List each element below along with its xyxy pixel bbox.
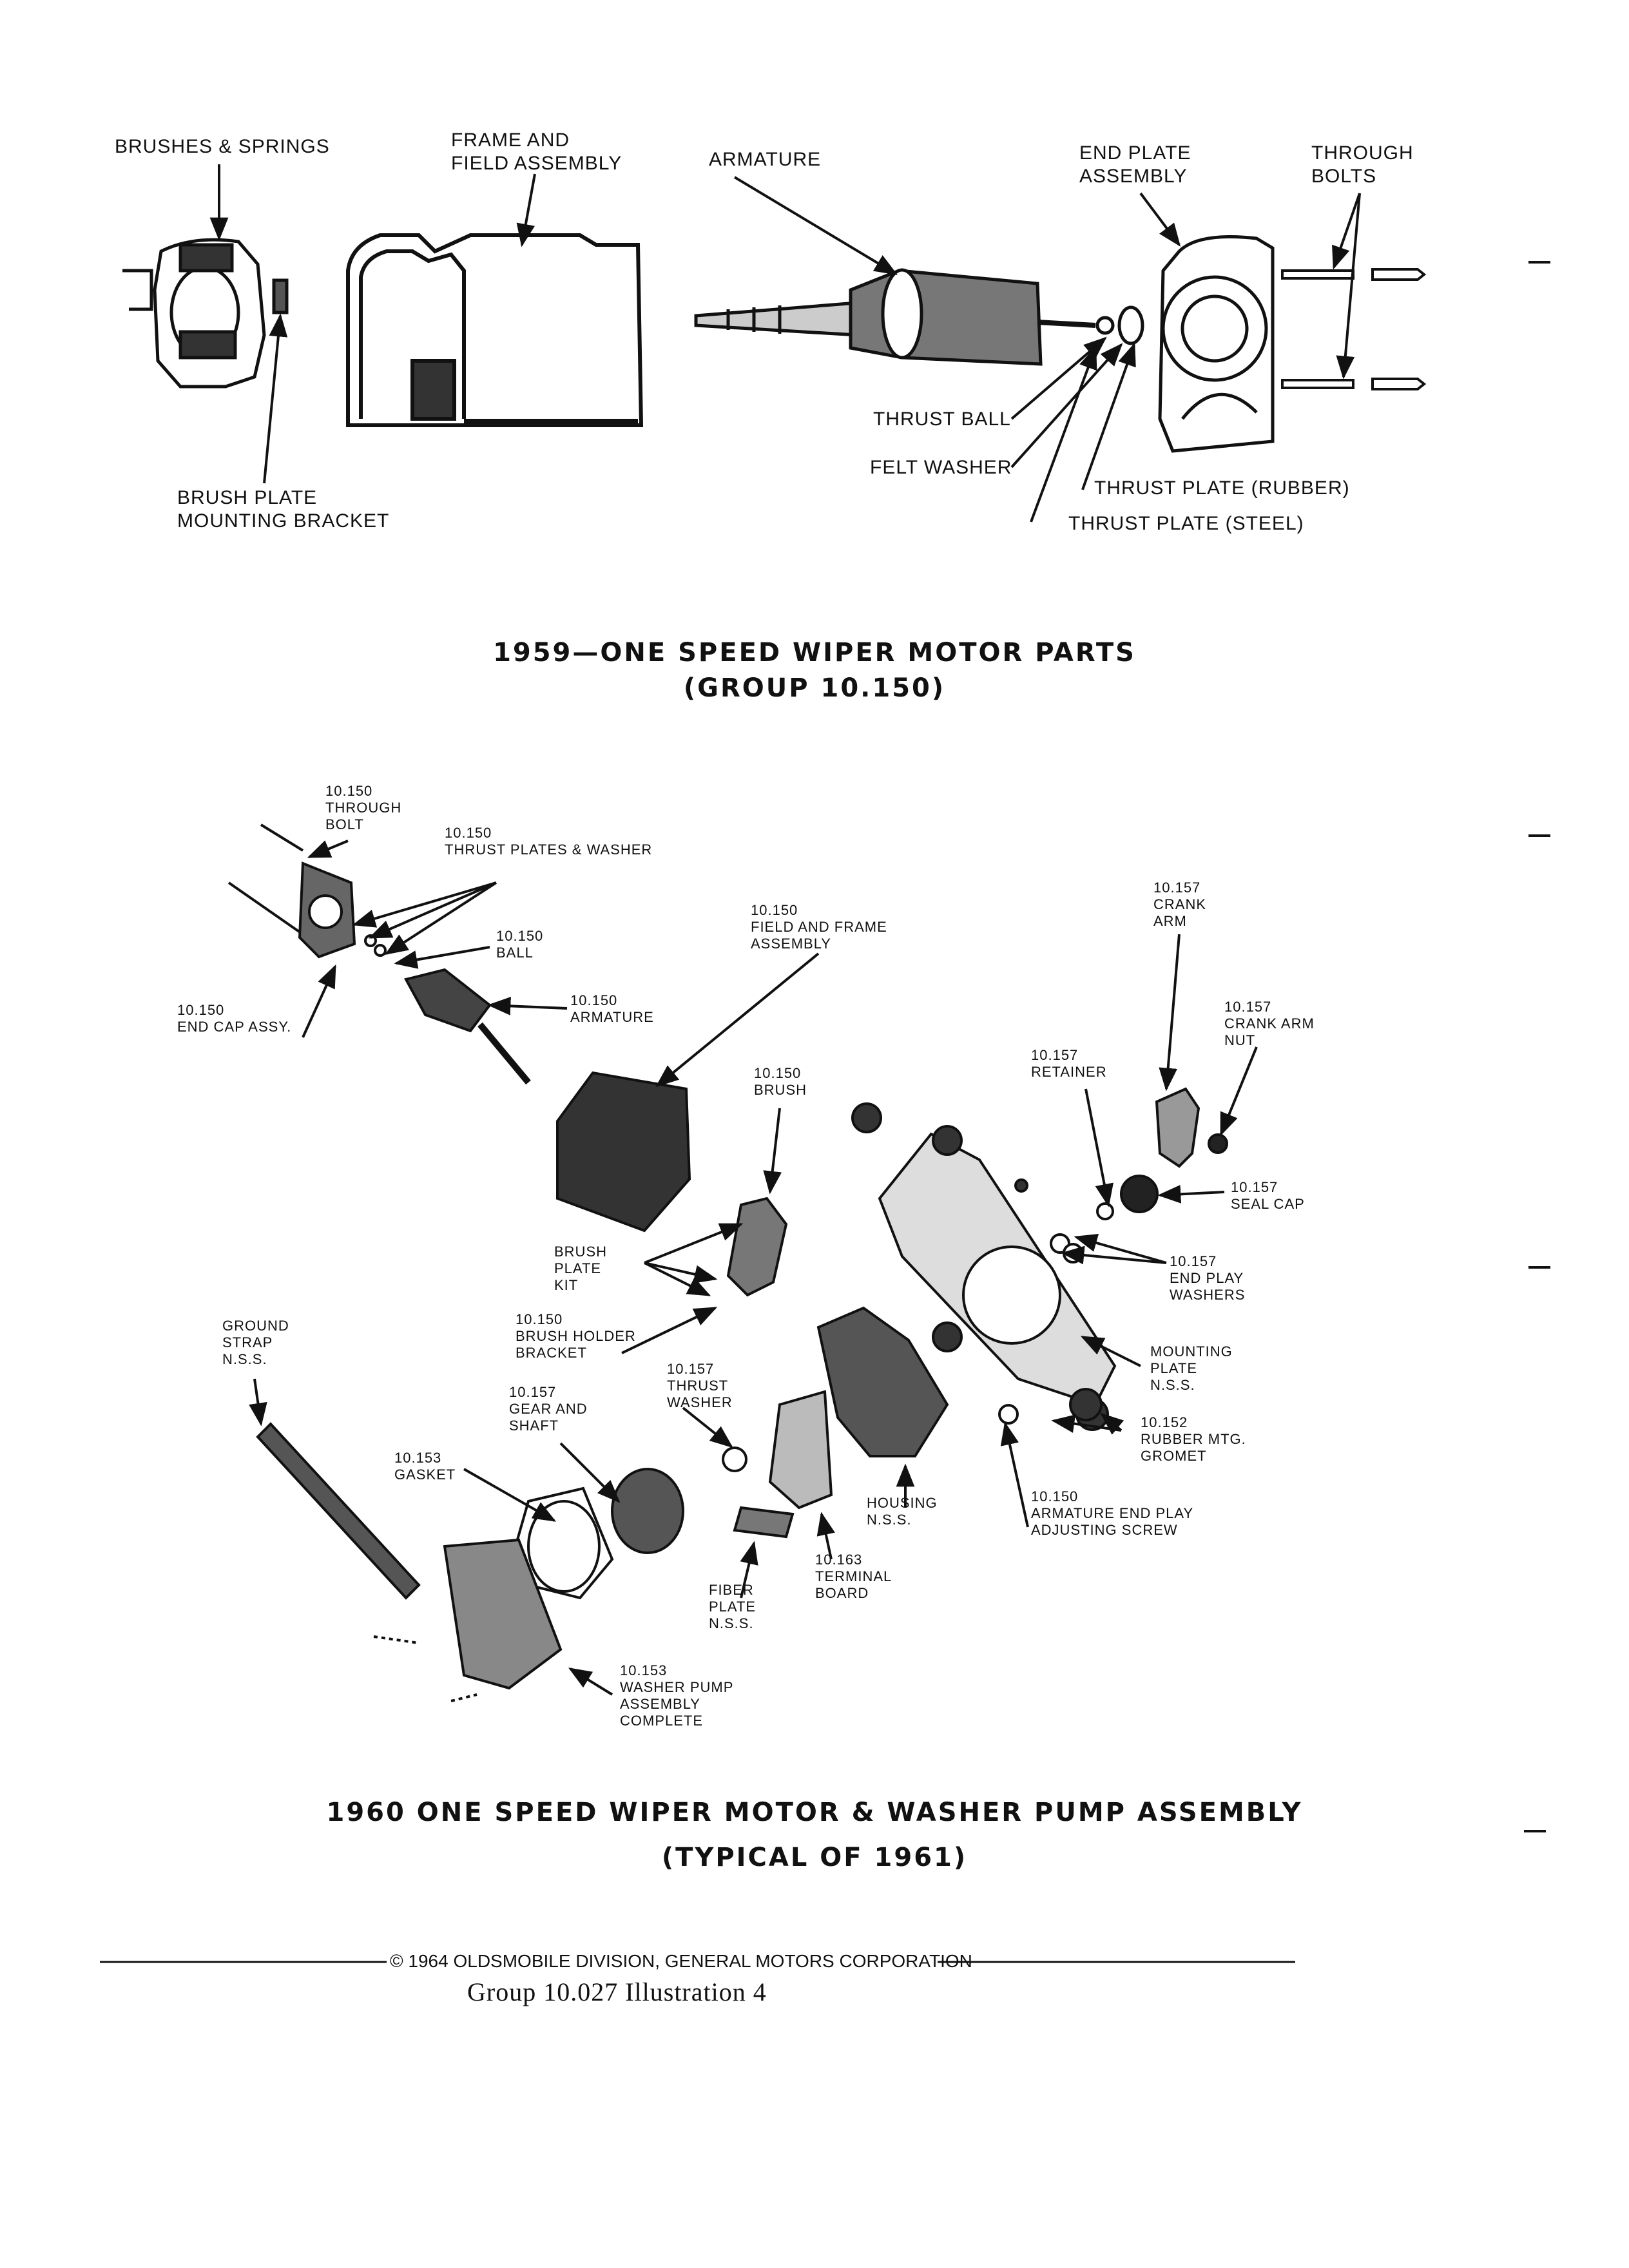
- label-washer-pump: 10.153 WASHER PUMP ASSEMBLY COMPLETE: [620, 1662, 734, 1729]
- label-frame-field-assembly: FRAME AND FIELD ASSEMBLY: [451, 130, 622, 174]
- label-felt-washer: FELT WASHER: [870, 457, 1012, 478]
- label-crank-arm-nut: 10.157 CRANK ARM NUT: [1224, 999, 1315, 1048]
- label-brushes-springs: BRUSHES & SPRINGS: [115, 136, 330, 157]
- label-rubber-mtg-gromet: 10.152 RUBBER MTG. GROMET: [1141, 1414, 1246, 1464]
- label-thrust-plates-washer: 10.150 THRUST PLATES & WASHER: [445, 825, 653, 858]
- end-plate-drawing: [1158, 235, 1275, 453]
- frame-field-assembly-drawing: [346, 233, 644, 427]
- label-terminal-board: 10.163 TERMINAL BOARD: [815, 1552, 892, 1601]
- margin-tick: [1528, 834, 1550, 837]
- armature-drawing: [694, 268, 1144, 366]
- label-brush-plate-kit: BRUSH PLATE KIT: [554, 1244, 608, 1293]
- label-housing: HOUSING N.S.S.: [867, 1495, 938, 1528]
- diagram2-parts: [227, 823, 1228, 1702]
- diagram1-leader-lines: [209, 164, 1361, 523]
- label-end-cap-assy: 10.150 END CAP ASSY.: [177, 1002, 292, 1035]
- footer-group-line: Group 10.027 Illustration 4: [467, 1977, 767, 2006]
- label-ball: 10.150 BALL: [496, 928, 544, 961]
- label-crank-arm: 10.157 CRANK ARM: [1153, 879, 1207, 929]
- label-armature-2: 10.150 ARMATURE: [570, 992, 654, 1025]
- label-end-play-washers: 10.157 END PLAY WASHERS: [1170, 1253, 1246, 1303]
- label-through-bolt: 10.150 THROUGH BOLT: [325, 783, 402, 832]
- label-adjusting-screw: 10.150 ARMATURE END PLAY ADJUSTING SCREW: [1031, 1488, 1194, 1538]
- label-thrust-plate-rubber: THRUST PLATE (RUBBER): [1094, 477, 1350, 499]
- label-armature: ARMATURE: [709, 149, 822, 170]
- label-gasket: 10.153 GASKET: [394, 1450, 456, 1483]
- diagram2-subtitle: (TYPICAL OF 1961): [661, 1843, 968, 1872]
- label-field-frame: 10.150 FIELD AND FRAME ASSEMBLY: [751, 902, 887, 952]
- label-mounting-plate: MOUNTING PLATE N.S.S.: [1150, 1343, 1233, 1393]
- label-thrust-plate-steel: THRUST PLATE (STEEL): [1068, 513, 1304, 534]
- label-brush-plate-bracket: BRUSH PLATE MOUNTING BRACKET: [177, 487, 390, 532]
- footer-copyright: © 1964 OLDSMOBILE DIVISION, GENERAL MOTO…: [390, 1951, 972, 1971]
- label-thrust-washer: 10.157 THRUST WASHER: [667, 1361, 733, 1410]
- brush-plate-drawing: [122, 238, 289, 389]
- label-brush: 10.150 BRUSH: [754, 1065, 807, 1098]
- label-gear-shaft: 10.157 GEAR AND SHAFT: [509, 1384, 588, 1434]
- label-brush-holder-bracket: 10.150 BRUSH HOLDER BRACKET: [516, 1311, 636, 1361]
- label-retainer: 10.157 RETAINER: [1031, 1047, 1107, 1080]
- diagram2-leader-lines: [249, 840, 1258, 1696]
- label-seal-cap: 10.157 SEAL CAP: [1231, 1179, 1305, 1212]
- margin-tick: [1524, 1830, 1546, 1832]
- label-fiber-plate: FIBER PLATE N.S.S.: [709, 1582, 757, 1631]
- label-end-plate-assembly: END PLATE ASSEMBLY: [1079, 142, 1191, 187]
- diagram1-title: 1959—ONE SPEED WIPER MOTOR PARTS: [493, 638, 1136, 668]
- label-through-bolts: THROUGH BOLTS: [1311, 142, 1414, 187]
- diagram1-subtitle: (GROUP 10.150): [683, 673, 946, 703]
- margin-tick: [1528, 261, 1550, 264]
- diagram2-title: 1960 ONE SPEED WIPER MOTOR & WASHER PUMP…: [326, 1798, 1303, 1827]
- label-thrust-ball: THRUST BALL: [873, 408, 1011, 430]
- label-ground-strap: GROUND STRAP N.S.S.: [222, 1318, 289, 1367]
- margin-tick: [1528, 1266, 1550, 1269]
- through-bolts-drawing: [1281, 268, 1427, 390]
